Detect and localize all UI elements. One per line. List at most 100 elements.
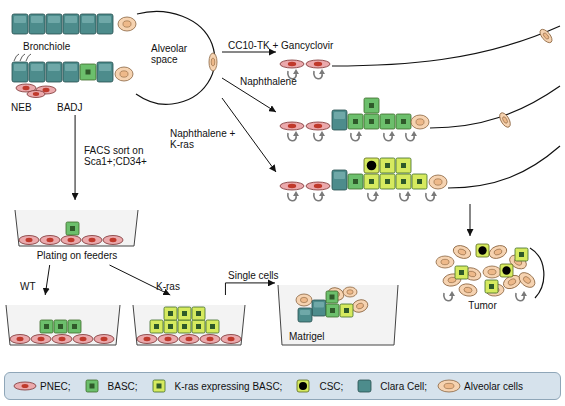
node-label: Plating on feeders <box>12 250 142 261</box>
clara-cell <box>332 170 347 190</box>
basc-cell <box>178 320 191 333</box>
proliferation-arrow-head <box>319 191 325 196</box>
clara-cell-shade <box>14 16 26 23</box>
flow-arrow <box>225 283 275 295</box>
feeder-cell <box>137 335 157 344</box>
cell-nucleus <box>459 270 464 275</box>
alveolar-cell-body <box>483 266 501 278</box>
pnec-cell <box>306 122 330 130</box>
feeder-cell <box>61 236 81 245</box>
legend-swatch-frame <box>13 379 37 393</box>
airway-illustration: BronchioleAlveolar spaceNEBBADJ <box>5 5 220 115</box>
cell-nucleus <box>182 311 187 316</box>
basc-cell <box>68 320 81 333</box>
pnec-cell <box>27 91 45 98</box>
clara-cell-shade <box>14 64 26 71</box>
alveolar-cell-body <box>538 27 554 44</box>
pnec-cell <box>280 122 304 130</box>
cell-nucleus <box>464 287 473 294</box>
basc-cell <box>396 114 411 129</box>
basc-cell <box>348 174 363 189</box>
cell-nucleus <box>457 248 466 256</box>
legend-item: Clara Cell; <box>353 379 427 393</box>
cell-nucleus <box>101 337 108 341</box>
legend-swatch <box>299 382 307 390</box>
legend-text: PNEC; <box>40 381 71 392</box>
cell-nucleus <box>369 119 374 124</box>
cell-nucleus <box>489 284 494 289</box>
culture-dish <box>15 210 138 246</box>
legend-swatch <box>438 380 460 392</box>
culture-dish: K-ras <box>130 295 245 350</box>
cell-nucleus <box>210 324 215 329</box>
alveolar-cell <box>436 256 454 268</box>
basc-cell <box>485 280 498 293</box>
clara-cell-shade <box>334 112 345 119</box>
culture-dish <box>133 305 245 345</box>
culture-dish <box>6 305 120 345</box>
alveolar-cell-body <box>498 111 513 129</box>
csc-nucleus <box>367 161 377 171</box>
clara-cell <box>80 14 96 34</box>
legend-swatch <box>358 380 371 392</box>
flow-arrow <box>45 265 50 295</box>
basc-cell <box>364 98 379 113</box>
clara-cell <box>29 62 45 82</box>
cell-nucleus <box>144 337 151 341</box>
basc-cell <box>80 64 96 80</box>
basc-cell <box>364 174 379 189</box>
legend-swatch-frame <box>292 379 316 393</box>
feeder-cell <box>179 335 199 344</box>
cell-nucleus <box>502 116 509 124</box>
proliferation-arrow-head <box>293 69 299 74</box>
clara-cell-shade <box>99 64 111 71</box>
proliferation-arrow-head <box>449 291 455 296</box>
cell-nucleus <box>300 297 307 302</box>
cell-nucleus <box>385 179 390 184</box>
proliferation-arrow-head <box>373 191 379 196</box>
alveolar-cell-body <box>209 53 217 71</box>
alveolus-outline <box>430 86 560 128</box>
cell-nucleus <box>314 184 322 188</box>
cell-nucleus <box>356 302 365 310</box>
cell-nucleus <box>288 62 296 66</box>
alveolar-cell-body <box>436 256 454 268</box>
legend-swatch <box>153 380 165 392</box>
proliferation-arrow-head <box>293 131 299 136</box>
feeder-cell <box>200 335 220 344</box>
basc-cell <box>380 174 395 189</box>
clara-cell <box>12 62 28 82</box>
cell-nucleus <box>70 226 75 231</box>
clara-cell-shade <box>48 64 60 71</box>
cell-nucleus <box>467 270 476 277</box>
tumor-cluster: Tumor <box>430 238 535 316</box>
feeder-cell <box>19 236 39 245</box>
cell-nucleus <box>416 119 424 125</box>
cell-nucleus <box>347 290 353 295</box>
proliferation-arrow-head <box>431 191 437 196</box>
clara-cell-shade <box>65 64 77 71</box>
cell-nucleus <box>86 70 91 75</box>
cell-nucleus <box>156 384 161 389</box>
clara-cell-shade <box>65 16 77 23</box>
basc-cell <box>326 304 339 317</box>
basc-cell <box>348 114 363 129</box>
feeder-cell <box>31 335 51 344</box>
cell-nucleus <box>186 337 193 341</box>
alveolar-cell-body <box>516 270 538 291</box>
basc-cell <box>455 266 468 279</box>
treatment-label: Naphthalene <box>240 76 310 87</box>
cell-nucleus <box>344 308 349 313</box>
cilia <box>14 54 19 61</box>
alveolar-cell <box>115 67 133 81</box>
legend-text: CSC; <box>319 381 343 392</box>
node-label: Bronchiole <box>23 41 93 52</box>
cell-nucleus <box>43 88 50 92</box>
alveolar-cell <box>487 243 508 260</box>
alveolar-cell <box>411 115 429 129</box>
legend-item: Alveolar cells <box>437 379 523 393</box>
cell-nucleus <box>33 92 39 96</box>
alveolus-outline <box>530 248 544 298</box>
